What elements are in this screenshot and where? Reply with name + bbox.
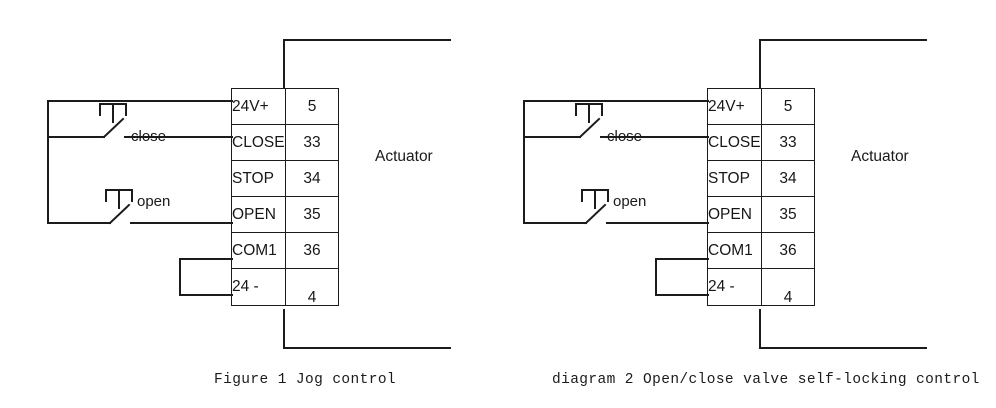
terminal-name: CLOSE: [707, 124, 762, 161]
switch-label-close: close: [131, 128, 167, 145]
terminal-name: STOP: [707, 160, 762, 197]
terminal-name: OPEN: [707, 196, 762, 233]
terminal-row: STOP 34: [707, 160, 815, 197]
terminal-name: 24V+: [231, 88, 286, 125]
terminal-block: 24V+ 5 CLOSE 33 STOP 34 OPEN 35 COM1 3: [707, 88, 815, 306]
terminal-row: OPEN 35: [707, 196, 815, 233]
close-switch-blade: [102, 117, 125, 139]
terminal-row: 24V+ 5: [707, 88, 815, 125]
terminal-row: COM1 36: [707, 232, 815, 269]
terminal-name: 24 -: [707, 268, 762, 306]
actuator-label: Actuator: [851, 148, 909, 165]
terminal-row: 24V+ 5: [231, 88, 339, 125]
terminal-number: 34: [761, 160, 815, 197]
terminal-number: 35: [761, 196, 815, 233]
actuator-label: Actuator: [375, 148, 433, 165]
close-switch-blade-2: [578, 117, 601, 139]
switch-label-open: open: [137, 193, 171, 210]
switch-label-close: close: [607, 128, 643, 145]
terminal-row: COM1 36: [231, 232, 339, 269]
diagram-self-locking-control: 24V+ 5 CLOSE 33 STOP 34 OPEN 35 COM1 3: [476, 0, 979, 408]
terminal-row: CLOSE 33: [707, 124, 815, 161]
terminal-name: OPEN: [231, 196, 286, 233]
open-switch-blade-2: [584, 203, 607, 225]
figure-caption: diagram 2 Open/close valve self-locking …: [552, 372, 980, 388]
terminal-name: STOP: [231, 160, 286, 197]
terminal-number: 4: [761, 268, 815, 306]
terminal-number: 35: [285, 196, 339, 233]
terminal-name: COM1: [707, 232, 762, 269]
terminal-name: CLOSE: [231, 124, 286, 161]
terminal-name: COM1: [231, 232, 286, 269]
terminal-number: 33: [285, 124, 339, 161]
terminal-number: 5: [285, 88, 339, 125]
diagram-jog-control: 24V+ 5 CLOSE 33 STOP 34 OPEN 35 COM1 3: [131, 88, 433, 388]
terminal-number: 33: [761, 124, 815, 161]
terminal-number: 34: [285, 160, 339, 197]
open-switch-blade: [108, 203, 131, 225]
terminal-name: 24V+: [707, 88, 762, 125]
switch-label-open: open: [613, 193, 647, 210]
figure-caption: Figure 1 Jog control: [214, 372, 397, 388]
terminal-row: OPEN 35: [231, 196, 339, 233]
terminal-number: 5: [761, 88, 815, 125]
terminal-number: 36: [761, 232, 815, 269]
terminal-row: CLOSE 33: [231, 124, 339, 161]
terminal-name: 24 -: [231, 268, 286, 306]
terminal-row: 24 - 4: [231, 268, 339, 306]
terminal-row: STOP 34: [231, 160, 339, 197]
terminal-number: 36: [285, 232, 339, 269]
terminal-block: 24V+ 5 CLOSE 33 STOP 34 OPEN 35 COM1 3: [231, 88, 339, 306]
terminal-number: 4: [285, 268, 339, 306]
terminal-row: 24 - 4: [707, 268, 815, 306]
